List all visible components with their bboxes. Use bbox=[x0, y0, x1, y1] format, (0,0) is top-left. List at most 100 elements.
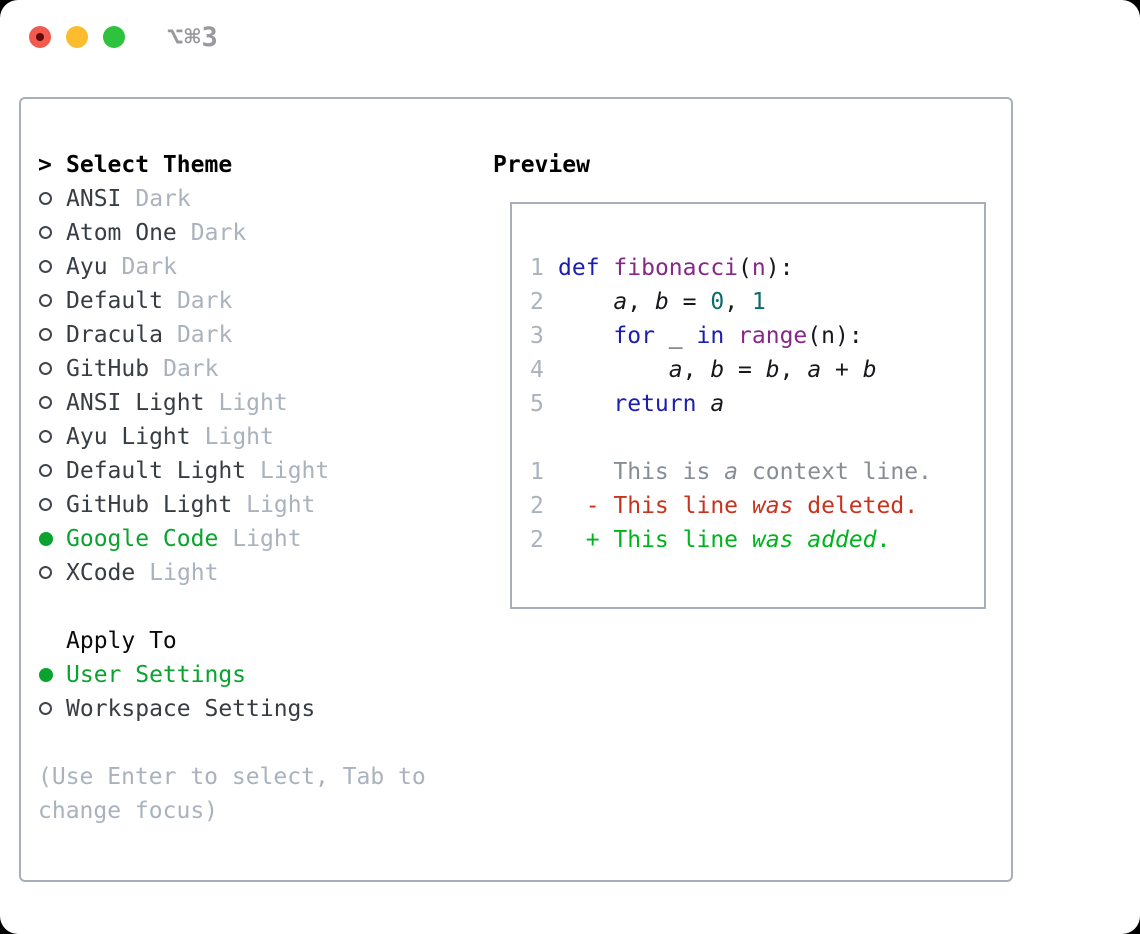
code-token: def bbox=[558, 255, 600, 281]
preview-line bbox=[530, 421, 984, 455]
theme-name: Google Code bbox=[66, 526, 219, 552]
code-token bbox=[558, 319, 613, 353]
theme-option-github[interactable]: GitHub Dark bbox=[38, 352, 462, 386]
code-token: b bbox=[654, 289, 669, 315]
preview-line: 4 a, b = b, a + b bbox=[530, 353, 984, 387]
code-token: added bbox=[807, 527, 877, 553]
preview-line: 2 + This line was added. bbox=[530, 523, 984, 557]
code-token: a bbox=[710, 391, 725, 417]
theme-option-atom-one[interactable]: Atom One Dark bbox=[38, 216, 462, 250]
code-token: n bbox=[751, 255, 766, 281]
line-number: 2 bbox=[530, 289, 544, 315]
code-token: return bbox=[613, 391, 697, 417]
theme-name: Default Light bbox=[66, 458, 247, 484]
line-number: 1 bbox=[530, 255, 544, 281]
theme-variant-tag: Light bbox=[232, 526, 302, 552]
code-token bbox=[793, 523, 807, 557]
radio-unselected-icon bbox=[38, 216, 66, 250]
radio-unselected-icon bbox=[38, 352, 66, 386]
theme-variant-tag: Dark bbox=[163, 356, 219, 382]
zoom-button[interactable] bbox=[103, 26, 125, 48]
code-token: was bbox=[751, 493, 794, 519]
preview-title: Preview bbox=[493, 152, 590, 178]
minimize-button[interactable] bbox=[66, 26, 88, 48]
theme-variant-tag: Dark bbox=[190, 220, 247, 246]
code-token: a bbox=[724, 459, 739, 485]
preview-line: 1 This is a context line. bbox=[530, 455, 984, 489]
theme-variant-tag: Dark bbox=[176, 288, 233, 314]
radio-unselected-icon bbox=[38, 250, 66, 284]
theme-variant-tag: Dark bbox=[135, 186, 191, 212]
apply-to-header: Apply To bbox=[38, 624, 462, 658]
theme-variant-tag: Dark bbox=[121, 254, 177, 280]
line-number: 1 bbox=[530, 459, 544, 485]
code-token bbox=[696, 387, 710, 421]
apply-option-workspace-settings[interactable]: Workspace Settings bbox=[38, 692, 462, 726]
theme-name: Ayu Light bbox=[66, 424, 191, 450]
theme-name: GitHub bbox=[66, 356, 150, 382]
code-token: a bbox=[668, 357, 683, 383]
preview-line: 5 return a bbox=[530, 387, 984, 421]
code-token bbox=[724, 319, 738, 353]
code-token: in bbox=[696, 323, 725, 349]
code-token: 0 bbox=[710, 289, 725, 315]
code-token: a bbox=[807, 357, 822, 383]
code-token bbox=[558, 353, 669, 387]
code-token: . bbox=[876, 527, 891, 553]
code-token: = bbox=[724, 357, 766, 383]
code-token: , bbox=[779, 357, 808, 383]
theme-name: Dracula bbox=[66, 322, 163, 348]
theme-variant-tag: Light bbox=[260, 458, 330, 484]
radio-unselected-icon bbox=[38, 420, 66, 454]
help-text: (Use Enter to select, Tab to change focu… bbox=[38, 764, 426, 824]
apply-to-title: Apply To bbox=[66, 628, 177, 654]
theme-name: Default bbox=[66, 288, 163, 314]
code-token: b bbox=[765, 357, 780, 383]
window-titlebar: ⌥⌘3 bbox=[0, 0, 1140, 76]
theme-option-default[interactable]: Default Dark bbox=[38, 284, 462, 318]
theme-option-default-light[interactable]: Default Light Light bbox=[38, 454, 462, 488]
line-number: 3 bbox=[530, 323, 544, 349]
theme-name: Atom One bbox=[66, 220, 177, 246]
theme-variant-tag: Dark bbox=[176, 322, 233, 348]
radio-unselected-icon bbox=[38, 488, 66, 522]
radio-selected-icon bbox=[38, 522, 66, 556]
preview-line: 2 a, b = 0, 1 bbox=[530, 285, 984, 319]
theme-option-ayu[interactable]: Ayu Dark bbox=[38, 250, 462, 284]
apply-option-user-settings[interactable]: User Settings bbox=[38, 658, 462, 692]
apply-option-label: User Settings bbox=[66, 662, 247, 688]
line-number bbox=[530, 421, 558, 455]
code-token: fibonacci bbox=[613, 255, 739, 281]
radio-selected-icon bbox=[38, 658, 66, 692]
code-token bbox=[600, 251, 614, 285]
code-token: range bbox=[738, 323, 808, 349]
theme-name: Ayu bbox=[66, 254, 108, 280]
selection-arrow-icon: > bbox=[38, 152, 52, 178]
spacer bbox=[38, 590, 462, 624]
close-button[interactable] bbox=[29, 26, 51, 48]
code-token: (n): bbox=[807, 323, 863, 349]
line-number: 5 bbox=[530, 391, 544, 417]
preview-line: 2 - This line was deleted. bbox=[530, 489, 984, 523]
code-token: 1 bbox=[751, 289, 766, 315]
radio-unselected-icon bbox=[38, 284, 66, 318]
code-token: = bbox=[668, 289, 711, 315]
code-token: , bbox=[627, 289, 655, 315]
theme-option-dracula[interactable]: Dracula Dark bbox=[38, 318, 462, 352]
preview-line: 3 for _ in range(n): bbox=[530, 319, 984, 353]
code-token: b bbox=[862, 357, 877, 383]
theme-option-google-code[interactable]: Google Code Light bbox=[38, 522, 462, 556]
code-token: + bbox=[821, 357, 863, 383]
